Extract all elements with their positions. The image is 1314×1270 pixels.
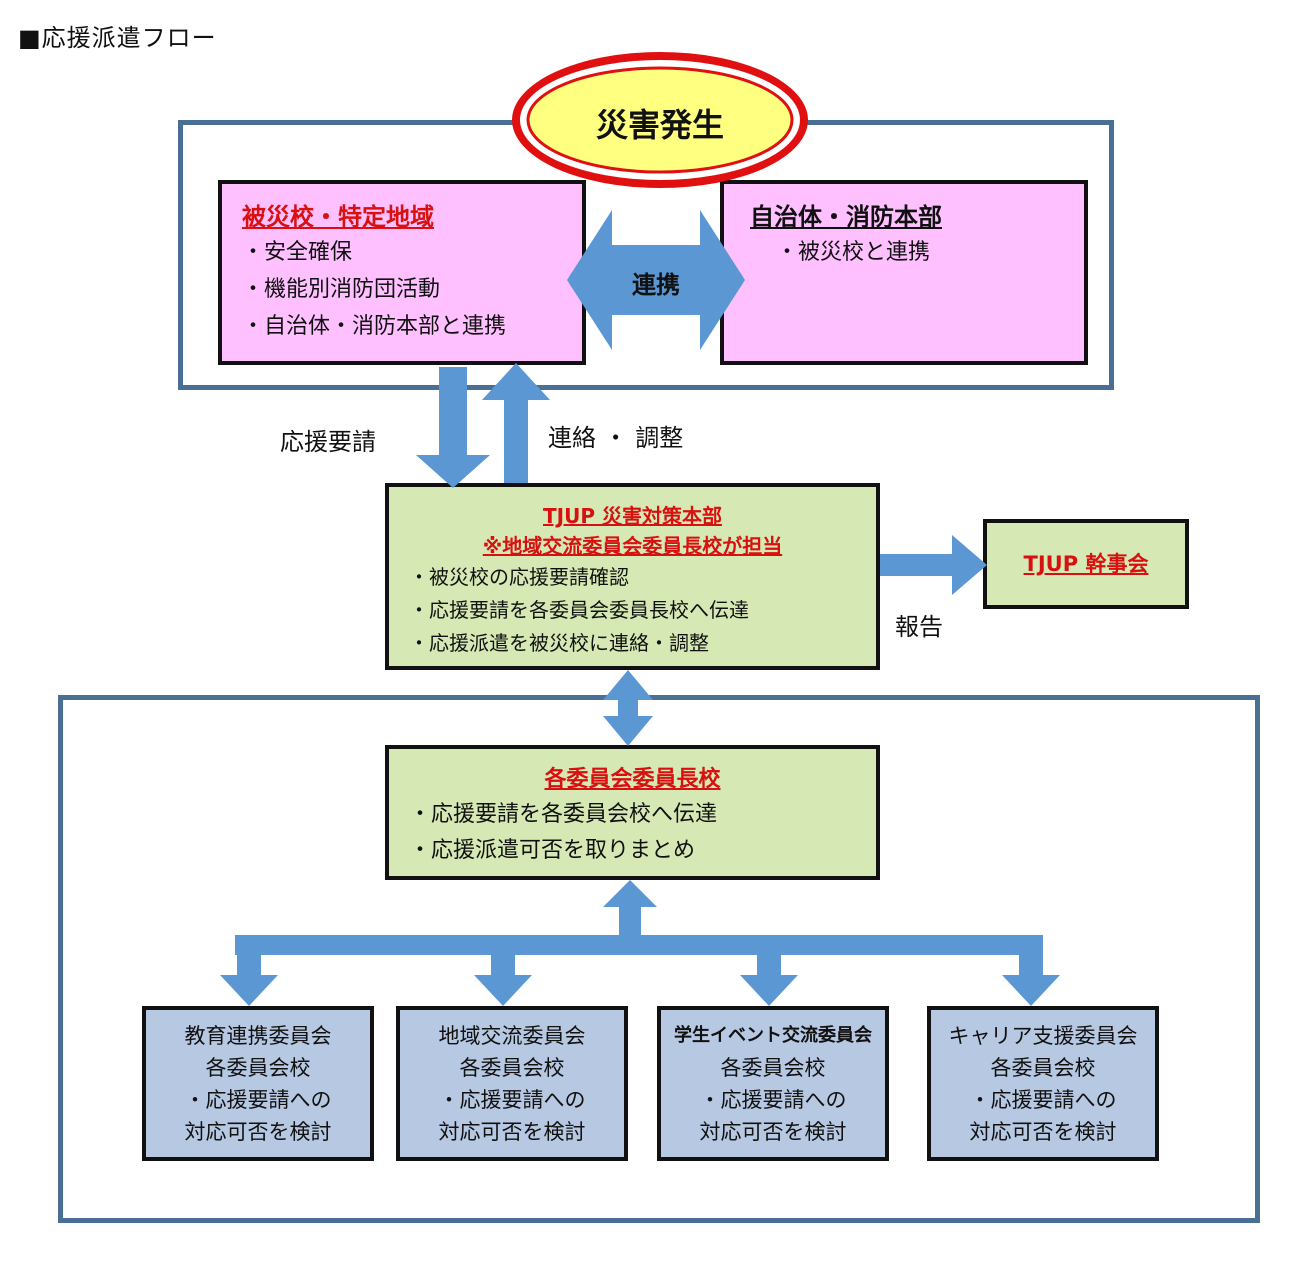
committee-down-arrow [474,955,532,1006]
chairs-item: ・応援派遣可否を取りまとめ [409,838,696,863]
disaster-ellipse-inner [526,66,794,174]
committee-box: 教育連携委員会 各委員会校 ・応援要請への 対応可否を検討 [142,1006,374,1161]
hq-item: ・被災校の応援要請確認 [409,565,629,589]
committee-name: 教育連携委員会 [184,1024,332,1048]
affected-school-heading: 被災校・特定地域 [242,203,434,231]
bottom-frame [58,695,1260,1223]
committee-line: 各委員会校 [720,1056,826,1080]
committee-line: ・応援要請への [699,1088,847,1112]
committee-name: キャリア支援委員会 [948,1024,1138,1048]
committee-down-arrow [740,955,798,1006]
committee-line: 対応可否を検討 [438,1120,586,1144]
branch-bar [235,935,1043,955]
committee-line: 対応可否を検討 [184,1120,332,1144]
hq-box: TJUP 災害対策本部 ※地域交流委員会委員長校が担当 ・被災校の応援要請確認 … [385,483,880,670]
report-label: 報告 [895,613,943,641]
committee-line: 対応可否を検討 [699,1120,847,1144]
contact-label: 連絡 ・ 調整 [548,424,684,452]
cooperation-double-arrow [567,210,745,350]
committee-line: 各委員会校 [459,1056,565,1080]
secretariat-box: TJUP 幹事会 [983,519,1189,609]
committee-line: ・応援要請への [438,1088,586,1112]
committee-down-arrow [220,955,278,1006]
page-title: ■応援派遣フロー [18,24,217,52]
hq-subheading: ※地域交流委員会委員長校が担当 [482,534,783,558]
municipal-heading: 自治体・消防本部 [750,203,942,231]
affected-item: ・安全確保 [242,240,353,265]
committee-box: 学生イベント交流委員会 各委員会校 ・応援要請への 対応可否を検討 [657,1006,889,1161]
committee-name: 地域交流委員会 [438,1024,586,1048]
request-down-arrow [416,367,490,488]
committee-line: 対応可否を検討 [969,1120,1117,1144]
disaster-label: 災害発生 [595,106,724,144]
contact-up-arrow [482,363,550,483]
report-right-arrow [880,535,987,595]
committee-line: ・応援要請への [184,1088,332,1112]
affected-item: ・自治体・消防本部と連携 [242,314,507,339]
request-label: 応援要請 [280,428,376,456]
branch-up-arrow [603,880,657,935]
committee-name: 学生イベント交流委員会 [674,1025,872,1046]
chairs-item: ・応援要請を各委員会校へ伝達 [409,802,718,827]
chairs-heading: 各委員会委員長校 [544,767,721,792]
affected-item: ・機能別消防団活動 [242,277,441,302]
committee-line: 各委員会校 [205,1056,311,1080]
hq-heading: TJUP 災害対策本部 [543,504,722,528]
municipal-item: ・被災校と連携 [776,240,931,265]
committee-box: キャリア支援委員会 各委員会校 ・応援要請への 対応可否を検討 [927,1006,1159,1161]
committee-line: 各委員会校 [990,1056,1096,1080]
committee-line: ・応援要請への [969,1088,1117,1112]
chairs-box: 各委員会委員長校 ・応援要請を各委員会校へ伝達 ・応援派遣可否を取りまとめ [385,745,880,880]
hq-item: ・応援要請を各委員会委員長校へ伝達 [409,598,749,622]
affected-school-box: 被災校・特定地域 ・安全確保 ・機能別消防団活動 ・自治体・消防本部と連携 [218,180,586,365]
hq-item: ・応援派遣を被災校に連絡・調整 [409,631,709,655]
cooperation-label: 連携 [632,271,680,299]
committee-box: 地域交流委員会 各委員会校 ・応援要請への 対応可否を検討 [396,1006,628,1161]
hq-chairs-double-arrow [603,670,653,746]
committee-down-arrow [1002,955,1060,1006]
